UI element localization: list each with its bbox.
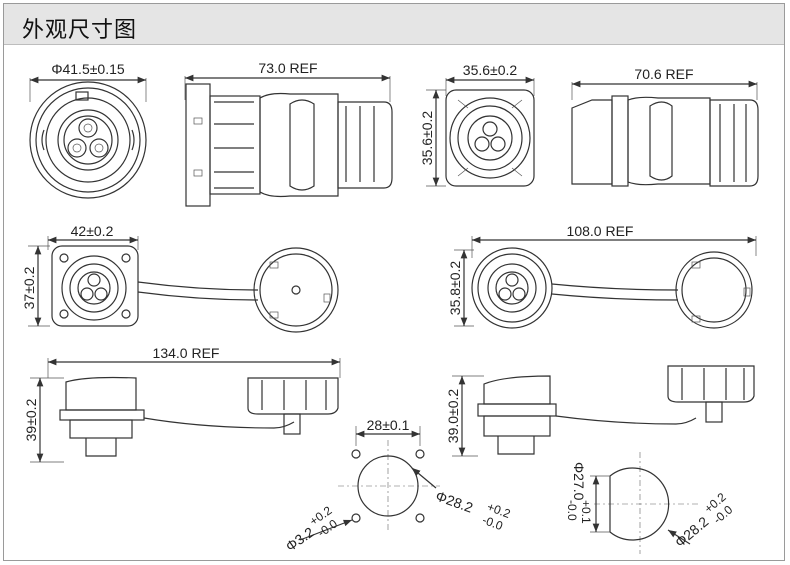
dim-side-height-39: 39±0.2 [23,398,39,441]
view-square-side: 70.6 REF [571,66,759,187]
dim-outer-diameter: Φ41.5±0.15 [51,61,125,77]
page-title: 外观尺寸图 [22,18,138,43]
dim-flat-width: Φ27.0 [571,462,587,501]
header-bar: 外观尺寸图 [4,4,784,45]
dim-panel-height: 37±0.2 [21,266,37,309]
dim-length-134: 134.0 REF [153,345,220,361]
dim-flat-width-tol-up: +0.1 [579,500,593,524]
dim-square-width: 35.6±0.2 [463,62,518,78]
dim-square-height: 35.6±0.2 [419,111,435,166]
view-panel-side-cap: 134.0 REF 39±0.2 [23,345,341,463]
view-square-front: 35.6±0.2 35.6±0.2 [419,62,535,187]
dim-cutout-diameter: Φ28.2 [434,488,476,516]
dim-round-cutout-diameter: Φ28.2 [672,513,712,550]
dim-side-height-39-0: 39.0±0.2 [445,389,461,444]
view-round-side-cap: 39.0±0.2 [445,365,755,457]
view-round-front: Φ41.5±0.15 [29,61,147,199]
dim-cutout-diameter-tol-dn: -0.0 [480,513,505,533]
view-round-cutout: Φ27.0 +0.1 -0.0 Φ28.2 +0.2 -0.0 [565,452,736,554]
dim-mount-hole: Φ3.2 [283,524,317,555]
dim-length-108: 108.0 REF [567,223,634,239]
view-panel-front-cap: 42±0.2 37±0.2 [21,223,339,333]
dim-length-73: 73.0 REF [258,60,317,76]
view-round-side: 73.0 REF [184,60,393,207]
drawing-frame [3,3,785,561]
dim-length-70: 70.6 REF [634,66,693,82]
view-round-panel-cap: 108.0 REF 35.8±0.2 [447,223,757,329]
view-square-cutout: 28±0.1 Φ28.2 +0.2 -0.0 Φ3.2 +0.2 -0.0 [283,417,513,555]
dim-round-panel-height: 35.8±0.2 [447,261,463,316]
dim-hole-spacing: 28±0.1 [367,417,410,433]
dim-panel-width: 42±0.2 [71,223,114,239]
dim-flat-width-tol-dn: -0.0 [565,500,579,521]
